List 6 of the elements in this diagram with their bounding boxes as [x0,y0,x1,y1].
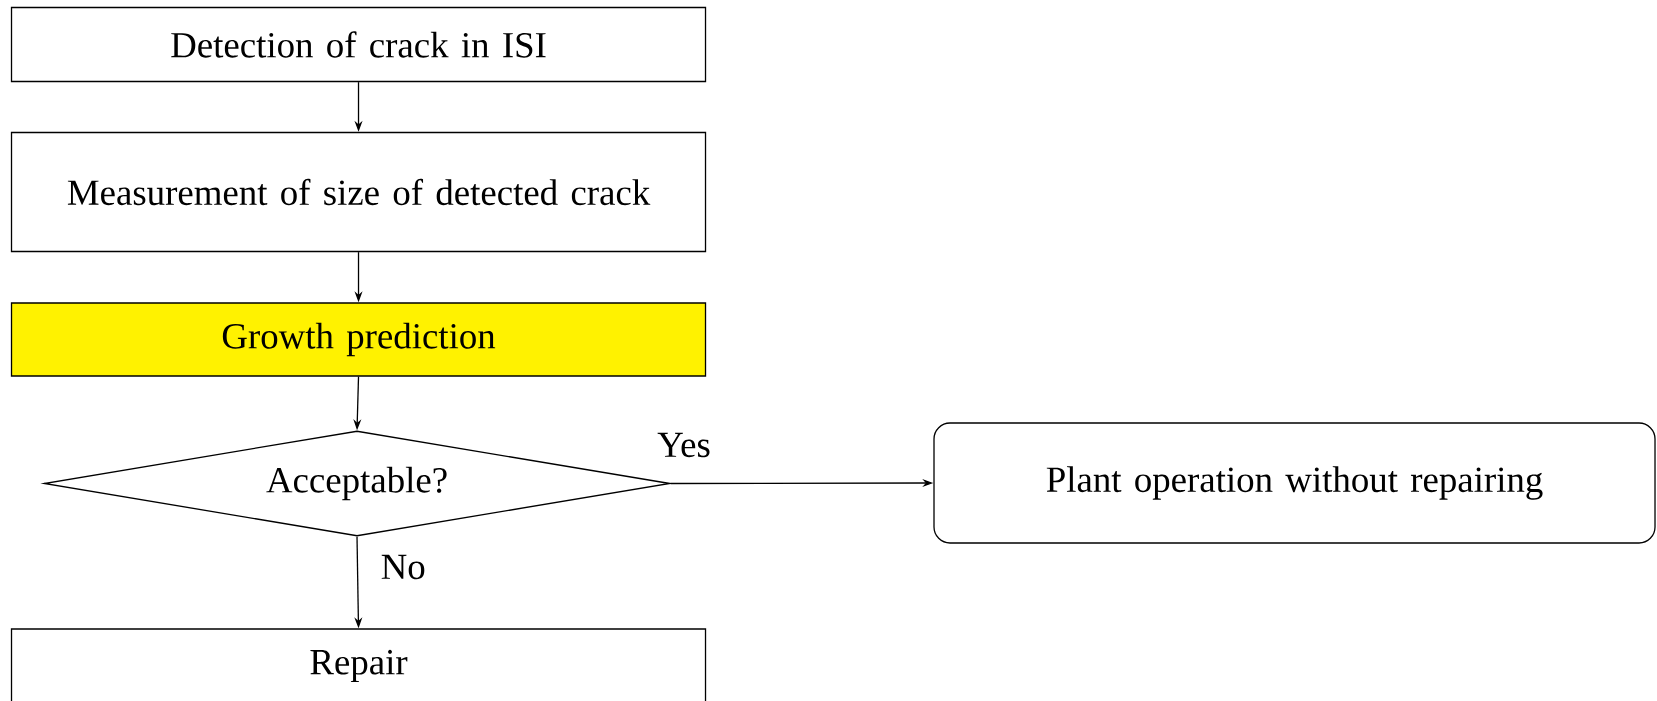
process-box: Growth prediction [10,302,707,377]
terminal-box: Plant operation without repairing [933,422,1656,544]
process-box: Measurement of size of detected crack [10,131,707,253]
process-box: Repair [10,628,707,701]
process-box: Detection of crack in ISI [10,6,707,83]
edge-label: No [378,552,428,582]
